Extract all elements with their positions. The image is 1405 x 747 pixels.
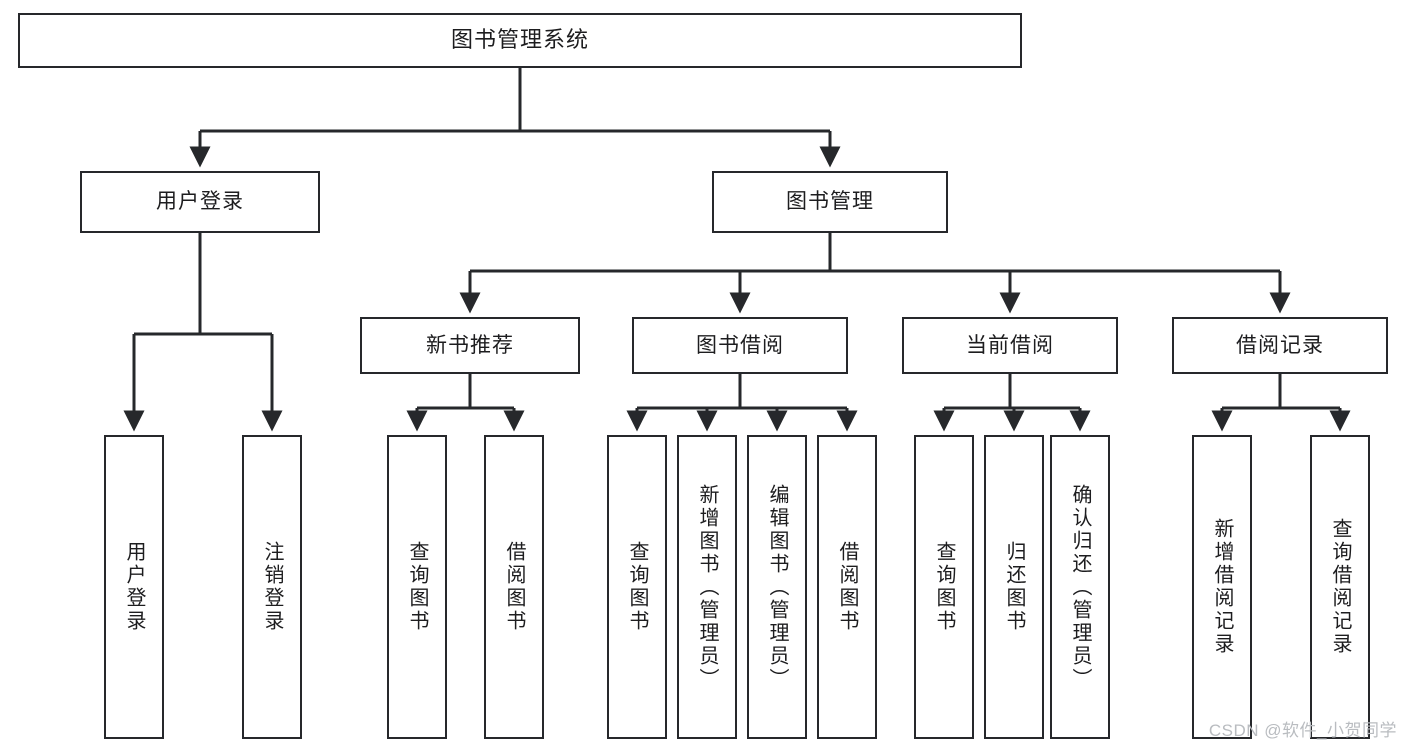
- leaf-logout[interactable]: 注销登录: [242, 435, 302, 739]
- node-label: 用户登录: [156, 190, 244, 214]
- leaf-query-books-recommendation[interactable]: 查询图书: [387, 435, 447, 739]
- node-root-book-management-system[interactable]: 图书管理系统: [18, 13, 1022, 68]
- leaf-query-borrowing-record[interactable]: 查询借阅记录: [1310, 435, 1370, 739]
- node-book-management[interactable]: 图书管理: [712, 171, 948, 233]
- node-label: 借阅图书: [836, 541, 858, 633]
- node-book-borrowing[interactable]: 图书借阅: [632, 317, 848, 374]
- node-label: 新增图书（管理员）: [696, 483, 718, 691]
- node-label: 注销登录: [261, 541, 283, 633]
- node-label: 新书推荐: [426, 333, 514, 357]
- node-label: 新增借阅记录: [1211, 518, 1233, 656]
- node-label: 归还图书: [1003, 541, 1025, 633]
- node-label: 图书借阅: [696, 333, 784, 357]
- node-label: 用户登录: [123, 541, 145, 633]
- node-label: 当前借阅: [966, 333, 1054, 357]
- node-label: 图书管理: [786, 190, 874, 214]
- node-current-borrowing[interactable]: 当前借阅: [902, 317, 1118, 374]
- node-label: 查询图书: [626, 541, 648, 633]
- node-label: 借阅图书: [503, 541, 525, 633]
- leaf-confirm-return-admin[interactable]: 确认归还（管理员）: [1050, 435, 1110, 739]
- node-label: 图书管理系统: [450, 27, 589, 53]
- leaf-add-borrowing-record[interactable]: 新增借阅记录: [1192, 435, 1252, 739]
- node-label: 确认归还（管理员）: [1069, 483, 1091, 691]
- leaf-user-login[interactable]: 用户登录: [104, 435, 164, 739]
- node-label: 查询借阅记录: [1329, 518, 1351, 656]
- node-label: 查询图书: [933, 541, 955, 633]
- node-label: 查询图书: [406, 541, 428, 633]
- node-borrowing-records[interactable]: 借阅记录: [1172, 317, 1388, 374]
- leaf-edit-book-admin[interactable]: 编辑图书（管理员）: [747, 435, 807, 739]
- leaf-query-books-borrowing[interactable]: 查询图书: [607, 435, 667, 739]
- leaf-borrow-books[interactable]: 借阅图书: [817, 435, 877, 739]
- leaf-borrow-books-recommendation[interactable]: 借阅图书: [484, 435, 544, 739]
- leaf-query-books-current[interactable]: 查询图书: [914, 435, 974, 739]
- node-label: 编辑图书（管理员）: [766, 483, 788, 691]
- node-label: 借阅记录: [1236, 333, 1324, 357]
- leaf-add-book-admin[interactable]: 新增图书（管理员）: [677, 435, 737, 739]
- leaf-return-books[interactable]: 归还图书: [984, 435, 1044, 739]
- node-new-book-recommendation[interactable]: 新书推荐: [360, 317, 580, 374]
- node-user-login[interactable]: 用户登录: [80, 171, 320, 233]
